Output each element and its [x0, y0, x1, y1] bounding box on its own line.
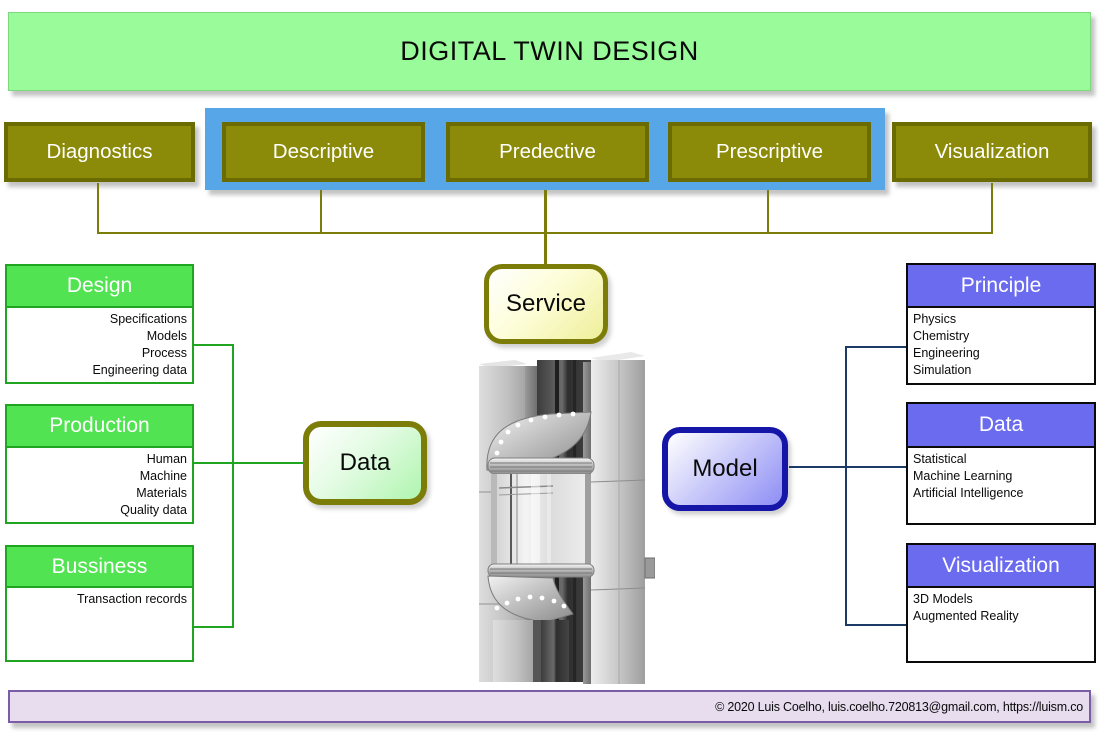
button-visualization: Visualization — [892, 122, 1092, 182]
list-item: 3D Models — [913, 592, 973, 606]
button-label: Descriptive — [272, 140, 375, 163]
elevator-image — [479, 352, 655, 684]
connector-production-data — [194, 462, 303, 464]
panel-list-visualization-right: 3D Models Augmented Reality — [906, 588, 1096, 663]
panel-list-production: Human Machine Materials Quality data — [5, 448, 194, 524]
panel-list-principle: Physics Chemistry Engineering Simulation — [906, 308, 1096, 385]
node-data: Data — [303, 421, 427, 505]
list-item: Statistical — [913, 452, 967, 466]
panel-header-principle: Principle — [906, 263, 1096, 308]
connector-descriptive — [320, 190, 322, 234]
button-label: Diagnostics — [46, 140, 153, 163]
list-item: Specifications — [109, 312, 187, 326]
panel-header-data-right: Data — [906, 402, 1096, 448]
panel-list-data-right: Statistical Machine Learning Artificial … — [906, 448, 1096, 525]
panel-title: Visualization — [942, 553, 1060, 577]
node-label: Service — [505, 290, 587, 317]
panel-title: Design — [66, 274, 133, 297]
connector-visualization — [991, 183, 993, 234]
panel-header-production: Production — [5, 404, 194, 448]
list-item: Materials — [136, 486, 187, 500]
list-item: Transaction records — [77, 592, 187, 606]
node-service: Service — [484, 264, 608, 344]
list-item: Augmented Reality — [913, 609, 1019, 623]
list-item: Simulation — [913, 363, 972, 377]
connector-model-data — [789, 466, 906, 468]
connector-visualization-right — [845, 624, 906, 626]
list-item: Physics — [913, 312, 957, 326]
connector-diagnostics — [97, 183, 99, 234]
button-label: Prescriptive — [715, 140, 824, 163]
list-item: Engineering — [913, 346, 980, 360]
button-diagnostics: Diagnostics — [4, 122, 195, 182]
button-label: Predective — [499, 140, 596, 163]
node-label: Model — [692, 455, 758, 482]
node-model: Model — [662, 427, 788, 511]
panel-title: Bussiness — [51, 554, 148, 578]
list-item: Chemistry — [913, 329, 970, 343]
button-label: Visualization — [934, 140, 1050, 163]
connector-bus-horizontal — [97, 232, 993, 234]
panel-header-bussiness: Bussiness — [5, 545, 194, 588]
panel-list-design: Specifications Models Process Engineerin… — [5, 308, 194, 384]
list-item: Process — [141, 346, 187, 360]
panel-title: Principle — [960, 273, 1042, 297]
list-item: Human — [146, 452, 187, 466]
connector-prescriptive — [767, 190, 769, 234]
connector-design — [194, 344, 234, 346]
button-predective: Predective — [446, 122, 649, 182]
list-item: Machine Learning — [913, 469, 1013, 483]
panel-header-visualization-right: Visualization — [906, 543, 1096, 588]
node-label: Data — [339, 449, 391, 476]
panel-title: Data — [978, 413, 1024, 436]
footer-bar: © 2020 Luis Coelho, luis.coelho.720813@g… — [8, 690, 1091, 723]
panel-list-bussiness: Transaction records — [5, 588, 194, 662]
button-descriptive: Descriptive — [222, 122, 425, 182]
copyright-text: © 2020 Luis Coelho, luis.coelho.720813@g… — [715, 699, 1083, 714]
panel-title: Production — [49, 414, 150, 437]
connector-left-vertical — [232, 344, 234, 628]
page-title: DIGITAL TWIN DESIGN — [400, 36, 699, 66]
list-item: Quality data — [120, 503, 187, 517]
connector-principle — [845, 346, 906, 348]
connector-bussiness — [194, 626, 234, 628]
list-item: Models — [146, 329, 187, 343]
list-item: Artificial Intelligence — [913, 486, 1024, 500]
list-item: Engineering data — [92, 363, 187, 377]
panel-header-design: Design — [5, 264, 194, 308]
button-prescriptive: Prescriptive — [668, 122, 871, 182]
connector-right-vertical — [845, 346, 847, 626]
title-banner: DIGITAL TWIN DESIGN — [8, 12, 1091, 91]
connector-predective-trunk — [544, 190, 547, 266]
list-item: Machine — [139, 469, 187, 483]
